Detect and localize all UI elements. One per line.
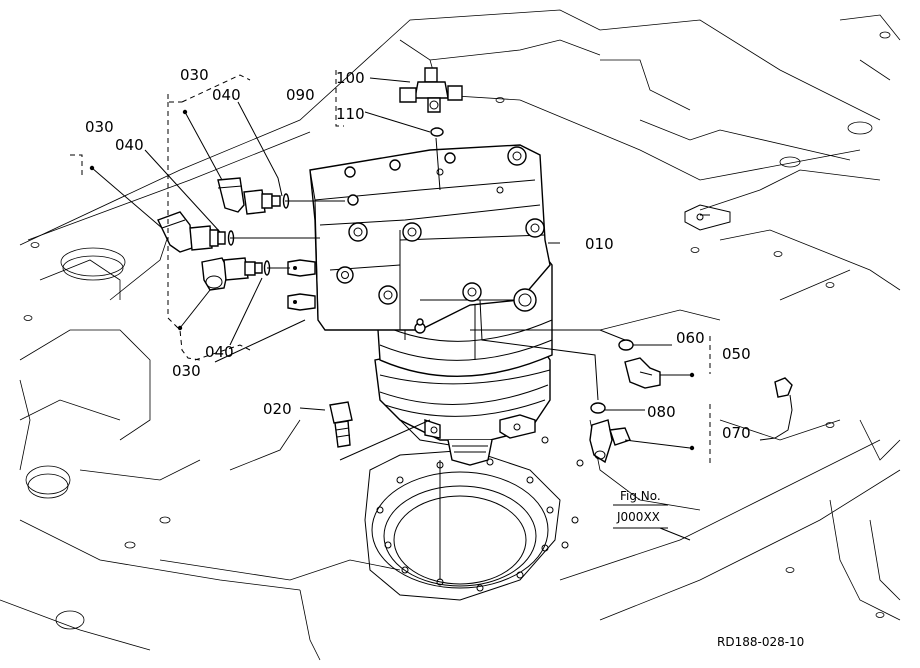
leader-lines	[91, 77, 691, 580]
callout-030-top: 030	[180, 66, 209, 84]
callout-040-top: 040	[212, 86, 241, 104]
elbow-fittings-left	[157, 177, 290, 291]
swing-motor-assembly	[287, 144, 553, 466]
callout-090: 090	[286, 86, 315, 104]
callout-050: 050	[722, 345, 751, 363]
frame-holes	[23, 31, 891, 630]
frame-outline	[0, 9, 901, 661]
bolt-020	[329, 401, 353, 448]
fig-no-value: J000XX	[616, 510, 660, 524]
drawing-code: RD188-028-10	[717, 635, 804, 649]
elbow-fittings-right	[589, 339, 661, 464]
callout-070: 070	[722, 424, 751, 442]
callout-080: 080	[647, 403, 676, 421]
motor-bolts	[336, 146, 545, 334]
loose-nut	[759, 377, 793, 441]
callout-030-bottom: 030	[172, 362, 201, 380]
tee-fitting-top	[399, 67, 463, 137]
group-brackets	[70, 70, 711, 466]
leader-dots	[89, 109, 695, 451]
callout-100: 100	[336, 69, 365, 87]
callout-110: 110	[336, 105, 365, 123]
figure-number-box: Fig.No. J000XX	[613, 489, 668, 529]
callout-labels: 030 040 030 040 040 030 090 100 110 010 …	[85, 66, 751, 442]
mounting-bracket	[684, 204, 731, 231]
callout-040-middle: 040	[115, 136, 144, 154]
fig-no-label: Fig.No.	[620, 489, 661, 503]
callout-010: 010	[585, 235, 614, 253]
callout-020: 020	[263, 400, 292, 418]
slewing-ring	[364, 436, 584, 601]
callout-030-middle: 030	[85, 118, 114, 136]
callout-040-bottom: 040	[205, 343, 234, 361]
callout-060: 060	[676, 329, 705, 347]
